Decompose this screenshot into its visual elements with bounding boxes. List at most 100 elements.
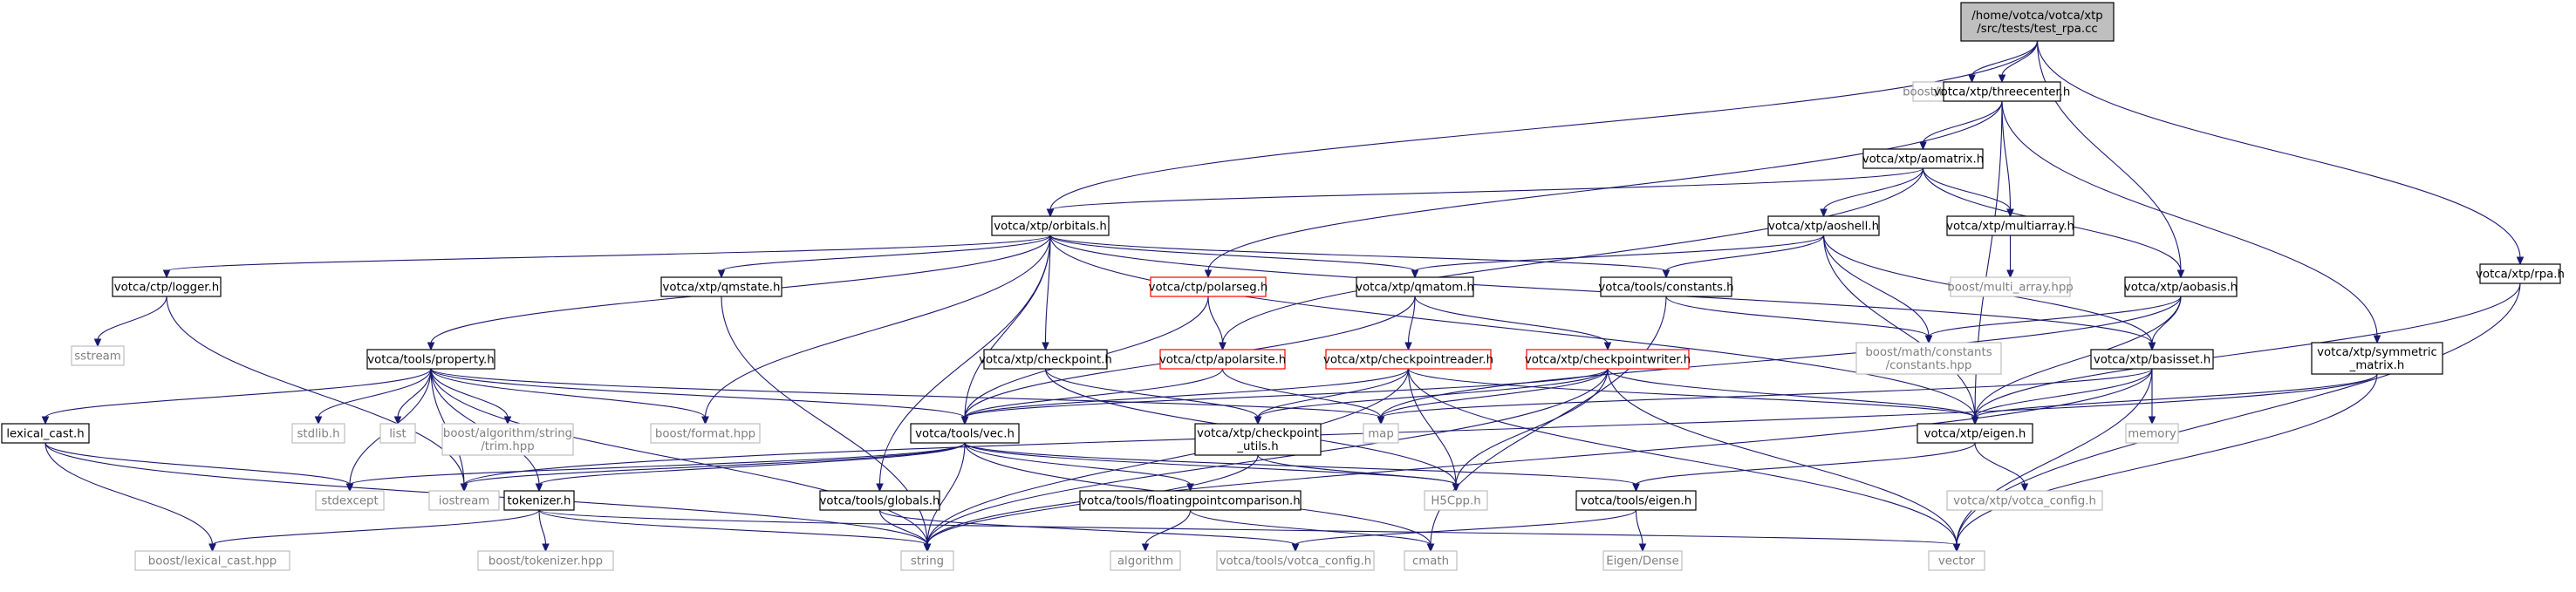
node-checkpoint[interactable]: votca/xtp/checkpoint.h [979,349,1112,370]
edge-line [964,368,1410,418]
node-eigen_xtp[interactable]: votca/xtp/eigen.h [1917,423,2033,444]
node-label: boost/tokenizer.hpp [489,555,603,568]
node-label: votca/xtp/rpa.h [2476,269,2565,282]
edge-arrowhead [1204,269,1213,279]
edge-line [926,368,1609,546]
node-label: lexical_cast.h [6,428,84,441]
node-label: votca/xtp/orbitals.h [994,221,1107,234]
node-algorithm: algorithm [1110,550,1181,571]
edge-tokenizer-to-vector [538,509,1961,553]
node-box [1110,550,1181,571]
node-label: Eigen/Dense [1606,555,1679,568]
edge-line [1607,368,1976,418]
node-lexical_cast[interactable]: lexical_cast.h [1,423,90,444]
node-qmstate[interactable]: votca/xtp/qmstate.h [660,276,782,297]
edge-line [964,442,1637,486]
node-aomatrix[interactable]: votca/xtp/aomatrix.h [1862,148,1984,169]
node-qmatom[interactable]: votca/xtp/qmatom.h [1356,276,1474,297]
edge-line [1049,235,1667,272]
node-label: votca/ctp/apolarsite.h [1159,354,1286,367]
edge-line [463,442,966,486]
edge-line [1380,368,2153,418]
node-threecenter[interactable]: votca/xtp/threecenter.h [1934,81,2071,102]
node-orbitals[interactable]: votca/xtp/orbitals.h [991,215,1110,236]
node-symmetricmatrix[interactable]: votca/xtp/symmetric_matrix.h [2311,342,2443,375]
node-basisset[interactable]: votca/xtp/basisset.h [2090,349,2214,370]
node-label: memory [2128,428,2176,441]
edge-line [1414,235,1825,272]
node-label: votca/tools/eigen.h [1581,495,1691,508]
edge-orbitals-to-checkpoint [1042,235,1051,351]
edge-line [538,509,1958,546]
node-box [1150,276,1267,297]
edge-fpcomp-to-cmath [1189,509,1435,553]
node-box [1194,423,1322,456]
edge-checkpointwriter-to-vec [960,368,1609,425]
node-polarseg[interactable]: votca/ctp/polarseg.h [1149,276,1268,297]
edge-threecenter-to-aomatrix [1919,100,2003,151]
node-format: boost/format.hpp [650,423,761,444]
node-box [900,550,954,571]
edge-orbitals-to-globals [876,235,1051,493]
edge-arrowhead [1291,543,1300,553]
node-property[interactable]: votca/tools/property.h [366,349,495,370]
node-box [1,423,90,444]
node-label: _utils.h [1236,440,1278,453]
node-multiarray[interactable]: votca/xtp/multiarray.h [1946,215,2074,236]
node-aoshell[interactable]: votca/xtp/aoshell.h [1767,215,1880,236]
edge-qmatom-to-checkpointwriter [1414,296,1612,351]
node-label: boost/algorithm/string [443,427,572,440]
node-list: list [379,423,416,444]
node-box [1928,550,1985,571]
edge-root-to-threecenter [1998,40,2039,84]
node-fpcomp[interactable]: votca/tools/floatingpointcomparison.h [1079,490,1302,511]
node-label: boost/format.hpp [655,428,755,441]
node-apolarsite[interactable]: votca/ctp/apolarsite.h [1159,349,1286,370]
edge-line [721,235,1051,272]
node-box [1079,490,1302,511]
node-checkpointwriter[interactable]: votca/xtp/checkpointwriter.h [1525,349,1691,370]
edge-lexical_cast-to-boost_lexical_cast [44,442,216,553]
node-checkpoint_utils[interactable]: votca/xtp/checkpoint_utils.h [1194,423,1322,456]
edge-property-to-vec [430,368,969,425]
edge-line [1974,442,2026,486]
node-eigen_tools[interactable]: votca/tools/eigen.h [1575,490,1697,511]
node-box [112,276,222,297]
node-globals[interactable]: votca/tools/globals.h [819,490,940,511]
edge-line [211,509,540,546]
node-votca_config_tools: votca/tools/votca_config.h [1216,550,1375,571]
node-label: votca/xtp/checkpointwriter.h [1525,354,1691,367]
edge-arrowhead [208,543,216,553]
edge-vec-to-iostream [460,442,966,493]
node-constants[interactable]: votca/tools/constants.h [1598,276,1734,297]
node-label: _matrix.h [2349,359,2405,372]
node-aobasis[interactable]: votca/xtp/aobasis.h [2124,276,2238,297]
node-vec[interactable]: votca/tools/vec.h [910,423,1020,444]
node-label: /constants.hpp [1886,359,1972,372]
edge-aomatrix-to-orbitals [1046,167,1924,218]
edge-arrowhead [2373,335,2381,344]
node-tokenizer[interactable]: tokenizer.h [503,490,575,511]
node-box [1917,423,2033,444]
edge-arrowhead [1662,269,1671,279]
edge-line [1922,100,2003,144]
edge-multiarray-to-boost_multi_array [2006,235,2014,279]
node-checkpointreader[interactable]: votca/xtp/checkpointreader.h [1323,349,1493,370]
node-logger[interactable]: votca/ctp/logger.h [112,276,222,297]
node-label: tokenizer.h [508,495,571,508]
node-rpa[interactable]: votca/xtp/rpa.h [2476,263,2565,284]
node-label: votca/ctp/polarseg.h [1149,282,1268,295]
edge-arrowhead [923,543,932,553]
edge-line [1928,296,2182,337]
node-box [1363,423,1399,444]
node-math_constants: boost/math/constants/constants.hpp [1855,342,2002,375]
node-label: votca/xtp/checkpoint [1197,427,1319,440]
edge-arrowhead [1404,342,1412,351]
edge-line [1974,296,2182,418]
node-root[interactable]: /home/votca/votca/xtp/src/tests/test_rpa… [1960,2,2115,42]
node-label: boost/math/constants [1865,346,1992,359]
node-label: votca/xtp/aomatrix.h [1862,153,1984,167]
edge-arrowhead [542,543,550,553]
edge-line [1145,509,1192,546]
